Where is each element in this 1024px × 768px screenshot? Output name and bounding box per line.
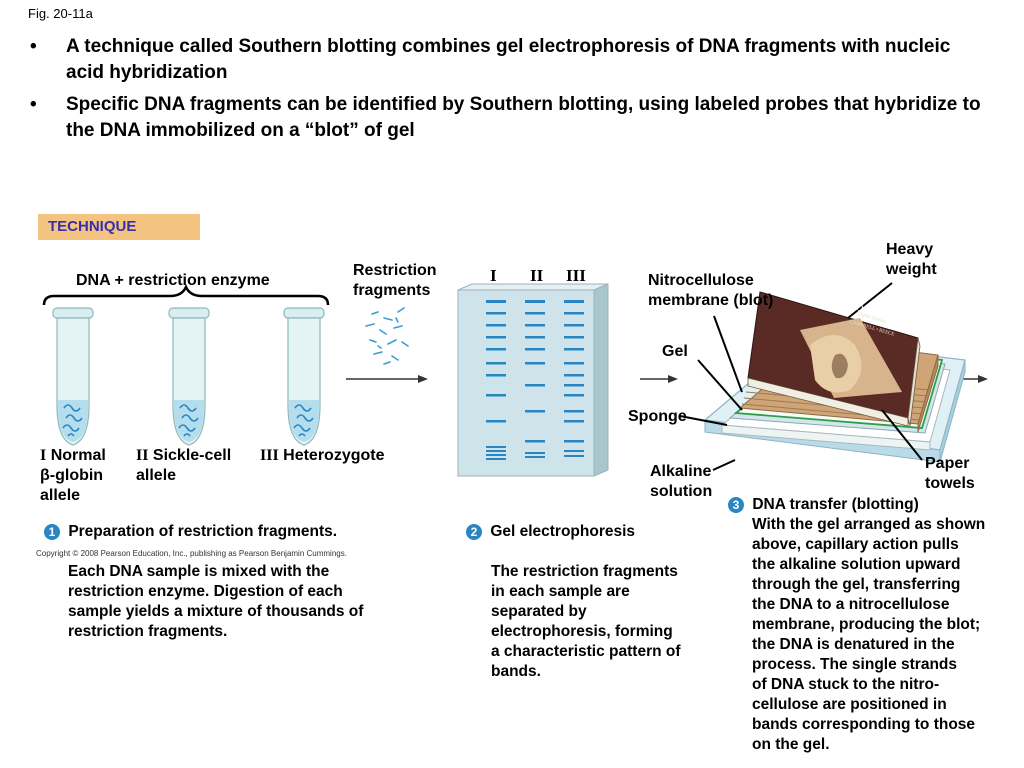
body-line: on the gel.	[752, 736, 830, 753]
step-1-title: 1 Preparation of restriction fragments.	[44, 522, 337, 542]
bracket	[42, 283, 330, 306]
body-line: a characteristic pattern of	[491, 643, 681, 660]
alkaline-solution-label: Alkaline solution	[650, 462, 712, 502]
test-tube-2	[168, 307, 210, 446]
body-line: the alkaline solution upward	[752, 556, 961, 573]
tube-label-text: β-globin	[40, 467, 104, 484]
body-line: restriction enzyme. Digestion of each	[68, 583, 343, 600]
restriction-fragments-label: Restriction fragments	[353, 261, 437, 301]
step-number: 2	[466, 524, 482, 540]
dna-enzyme-label: DNA + restriction enzyme	[76, 272, 270, 289]
step-3-title: 3 DNA transfer (blotting)	[728, 495, 919, 515]
dna-squiggles	[62, 404, 314, 437]
body-line: of DNA stuck to the nitro-	[752, 676, 940, 693]
lane-label-2: II	[530, 266, 544, 285]
gel-label: Gel	[662, 343, 688, 360]
step-title-text: Preparation of restriction fragments.	[68, 523, 338, 540]
figure-label: Fig. 20-11a	[28, 6, 93, 21]
step-3-body: With the gel arranged as shown above, ca…	[752, 515, 1022, 755]
step-number: 3	[728, 497, 744, 513]
test-tube-3	[283, 307, 325, 446]
paper-towels-label: Paper towels	[925, 454, 975, 494]
bullet-item: •A technique called Southern blotting co…	[30, 36, 951, 83]
fragment-cluster	[365, 307, 409, 365]
step-number: 1	[44, 524, 60, 540]
bullet-item: •Specific DNA fragments can be identifie…	[30, 94, 981, 141]
body-line: electrophoresis, forming	[491, 623, 673, 640]
label-line: towels	[925, 475, 975, 492]
tube-label-2: II Sickle-cell allele	[136, 446, 231, 486]
body-line: through the gel, transferring	[752, 576, 961, 593]
tube-label-text: Sickle-cell	[152, 447, 232, 464]
bullet-text: Specific DNA fragments can be identified…	[66, 94, 981, 141]
step-2-body: The restriction fragments in each sample…	[491, 562, 681, 682]
label-line: Restriction	[353, 262, 437, 279]
lane-label-3: III	[566, 266, 586, 285]
body-line: membrane, producing the blot;	[752, 616, 981, 633]
gel-bands	[486, 300, 584, 460]
lane-label-1: I	[490, 266, 497, 285]
label-line: Heavy	[886, 241, 934, 258]
bullet-text: A technique called Southern blotting com…	[66, 36, 951, 83]
body-line: The restriction fragments	[491, 563, 678, 580]
bullet-list: •A technique called Southern blotting co…	[28, 34, 988, 150]
callout-lines	[679, 282, 923, 471]
tube-label-text: Heterozygote	[283, 447, 385, 464]
tube-label-text: allele	[136, 467, 177, 484]
test-tube-1	[52, 307, 94, 446]
step-1-body: Each DNA sample is mixed with the restri…	[68, 562, 363, 642]
body-line: With the gel arranged as shown	[752, 516, 986, 533]
body-line: restriction fragments.	[68, 623, 228, 640]
tube-numeral: I	[40, 447, 47, 464]
label-line: membrane (blot)	[648, 292, 774, 309]
sponge-label: Sponge	[628, 408, 687, 425]
arrow-1	[346, 375, 428, 383]
nitrocellulose-label: Nitrocellulose membrane (blot)	[648, 271, 773, 311]
arrow-3	[962, 375, 988, 383]
body-line: separated by	[491, 603, 587, 620]
copyright: Copyright © 2008 Pearson Education, Inc.…	[36, 549, 347, 558]
body-line: bands.	[491, 663, 541, 680]
step-title-text: DNA transfer (blotting)	[752, 496, 919, 513]
heavy-weight-label: Heavy weight	[886, 240, 937, 280]
book-icon	[747, 291, 921, 427]
tube-numeral: III	[260, 447, 279, 464]
body-line: cellulose are positioned in	[752, 696, 947, 713]
body-line: sample yields a mixture of thousands of	[68, 603, 364, 620]
label-line: solution	[650, 483, 713, 500]
gel	[457, 283, 609, 477]
label-line: Alkaline	[650, 463, 712, 480]
tube-label-text: allele	[40, 487, 81, 504]
step-title-text: Gel electrophoresis	[490, 523, 636, 540]
body-line: the DNA is denatured in the	[752, 636, 955, 653]
tube-label-text: Normal	[50, 447, 106, 464]
arrow-2	[640, 375, 678, 383]
label-line: Paper	[925, 455, 970, 472]
label-line: fragments	[353, 282, 431, 299]
body-line: process. The single strands	[752, 656, 958, 673]
label-line: Nitrocellulose	[648, 272, 754, 289]
tube-label-1: I Normal β-globin allele	[40, 446, 106, 506]
body-line: the DNA to a nitrocellulose	[752, 596, 950, 613]
body-line: above, capillary action pulls	[752, 536, 959, 553]
technique-header: TECHNIQUE	[38, 214, 200, 240]
body-line: in each sample are	[491, 583, 630, 600]
label-line: weight	[886, 261, 937, 278]
tube-numeral: II	[136, 447, 149, 464]
body-line: Each DNA sample is mixed with the	[68, 563, 330, 580]
tube-label-3: III Heterozygote	[260, 446, 385, 466]
body-line: bands corresponding to those	[752, 716, 976, 733]
step-2-title: 2 Gel electrophoresis	[466, 522, 635, 542]
